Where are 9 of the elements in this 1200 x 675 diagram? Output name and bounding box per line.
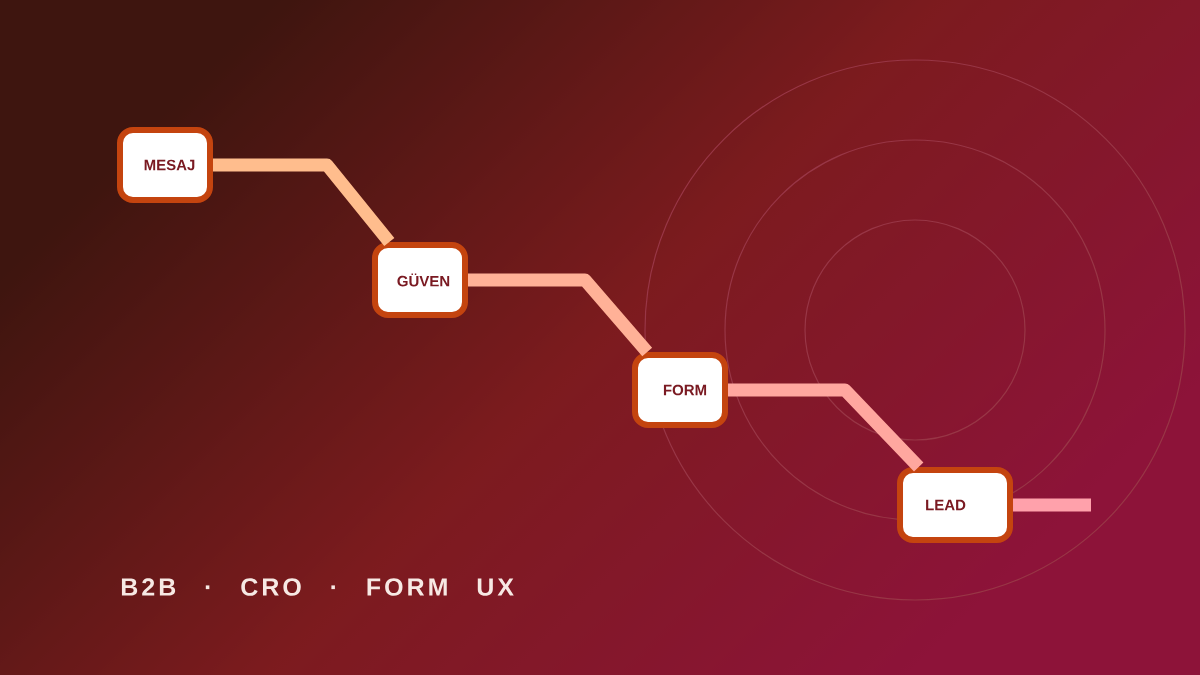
connector-line <box>728 383 924 472</box>
tagline: B2B · CRO · FORM UX <box>121 578 514 596</box>
connector-line <box>468 273 653 357</box>
process-box: GÜVEN <box>372 242 468 318</box>
process-box: MESAJ <box>117 127 213 203</box>
connector-line <box>1013 498 1091 512</box>
process-box: LEAD <box>897 467 1013 543</box>
connector-line <box>213 158 395 247</box>
process-box: FORM <box>632 352 728 428</box>
